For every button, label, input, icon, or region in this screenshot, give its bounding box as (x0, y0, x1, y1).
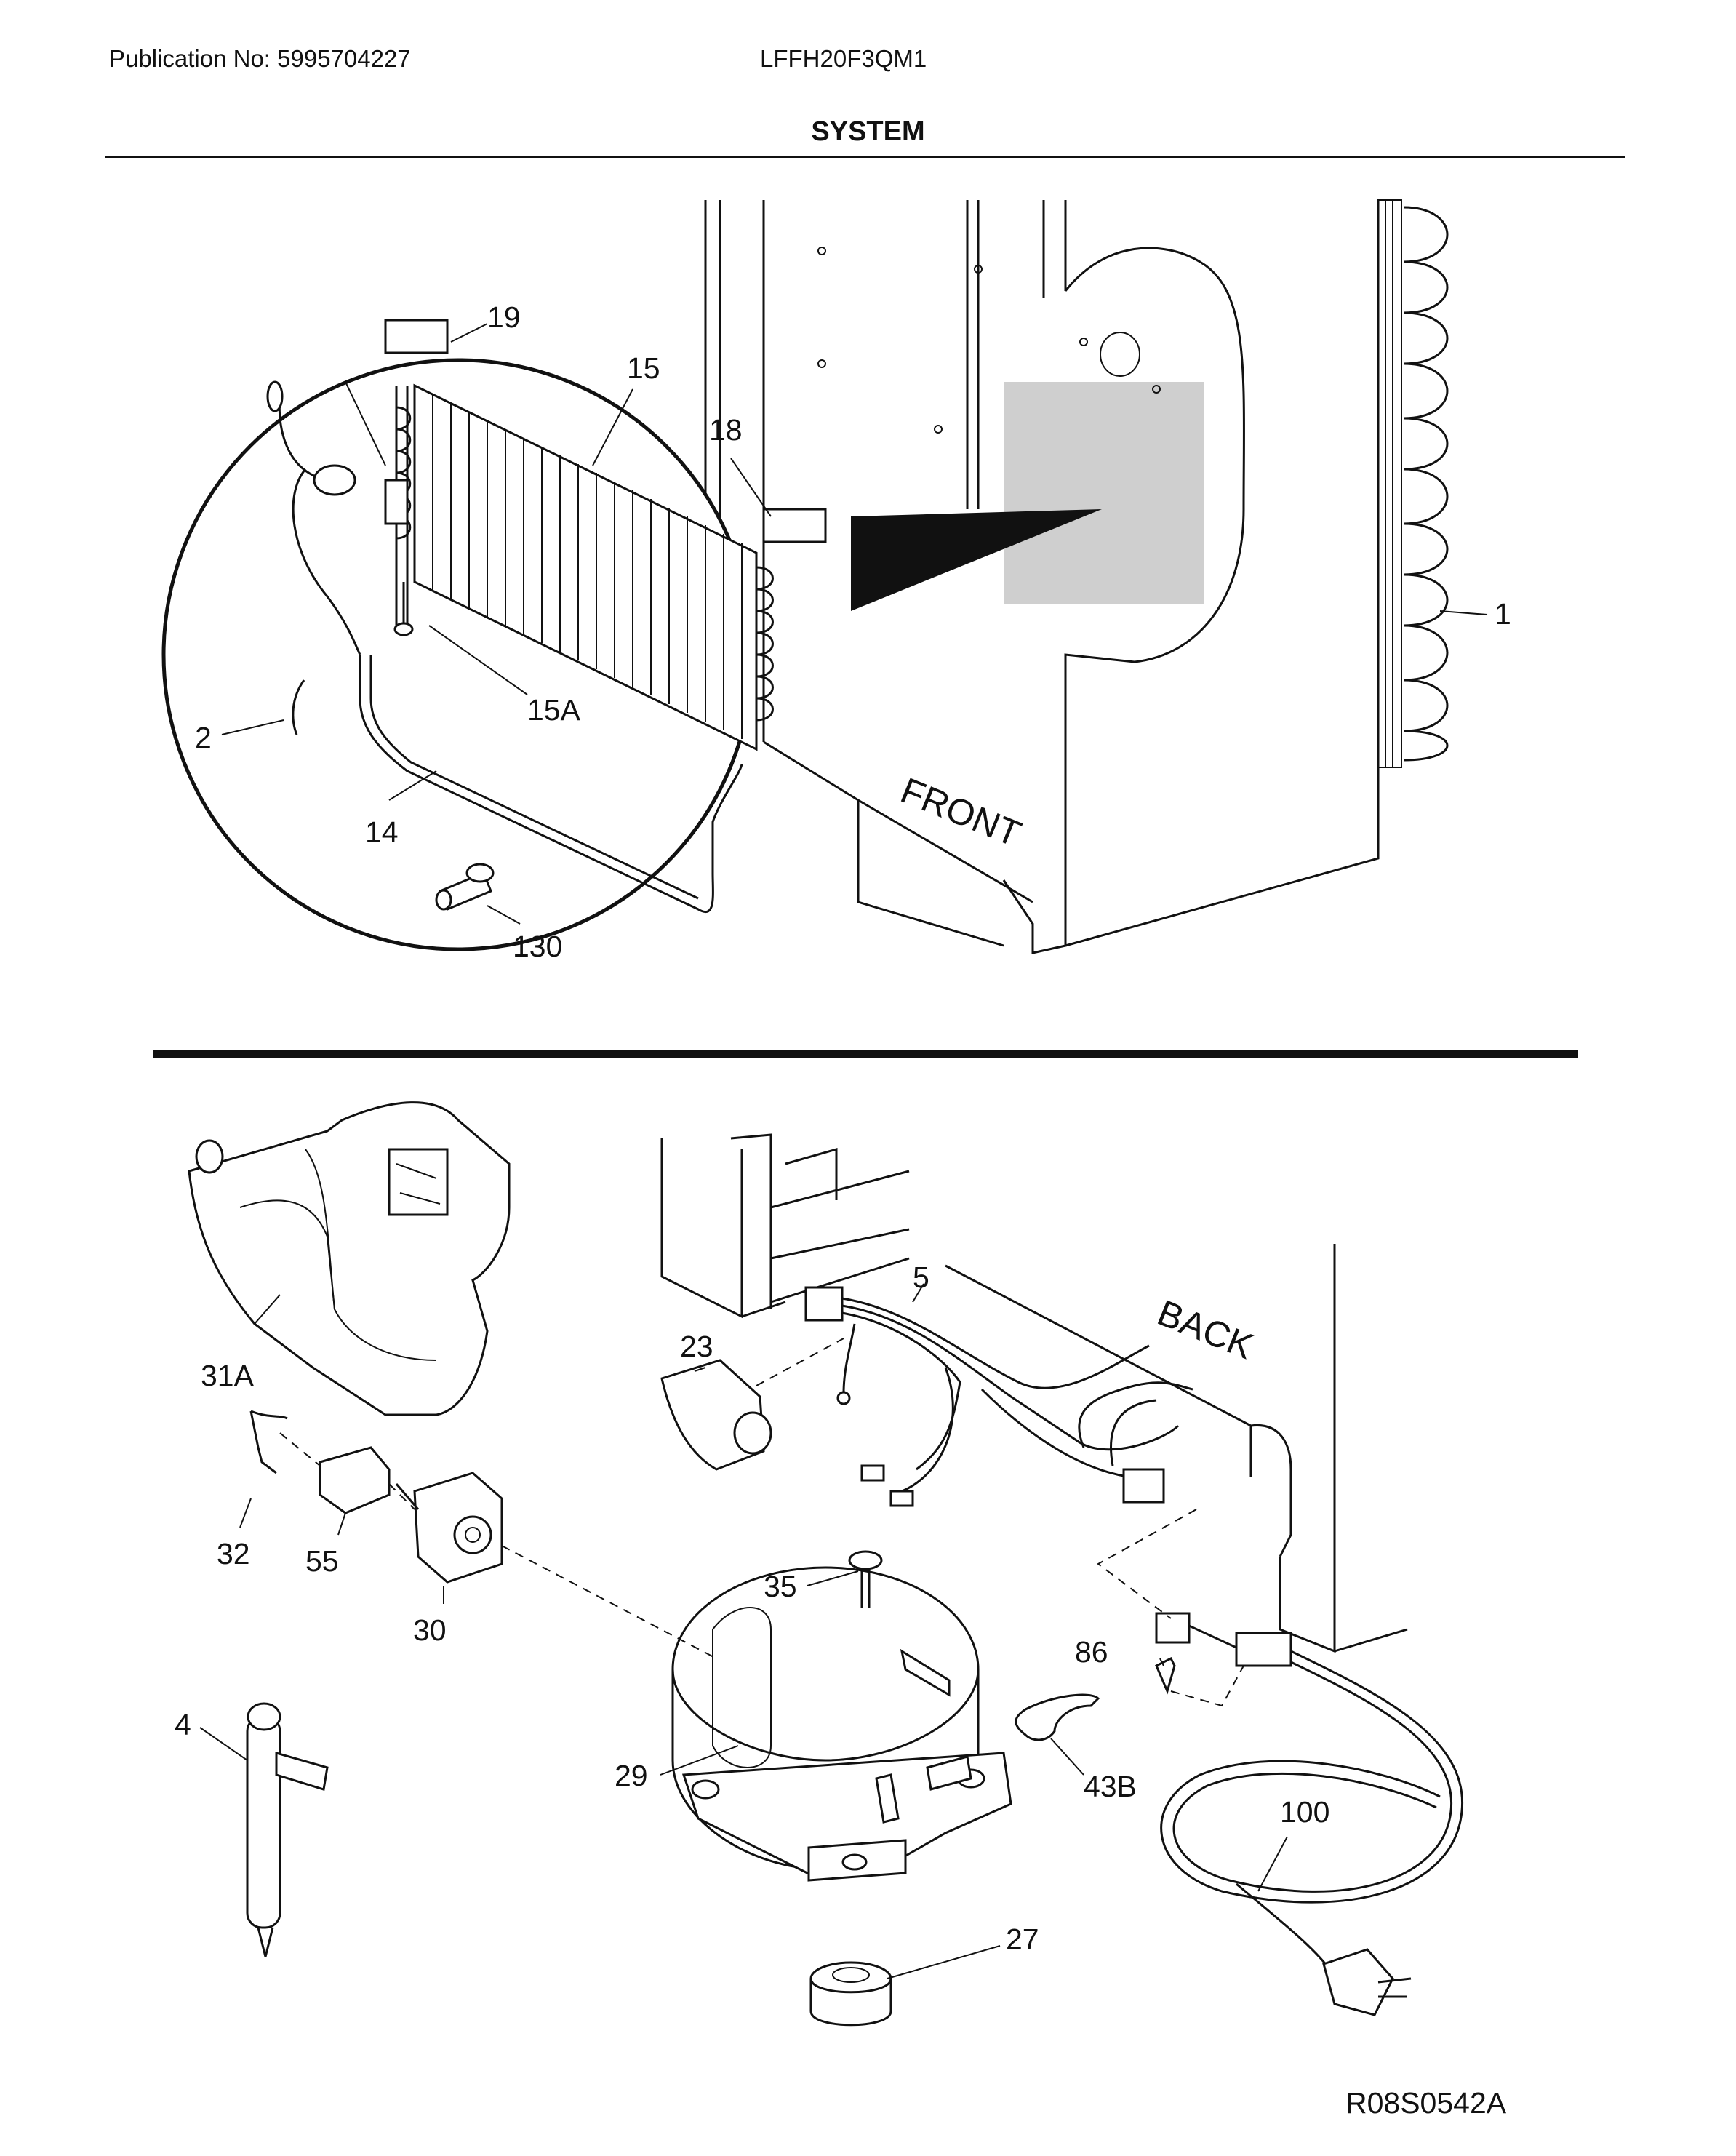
defrost-timer (660, 1359, 772, 1471)
drain-tube (359, 655, 743, 913)
model-number: LFFH20F3QM1 (760, 45, 927, 72)
publication-number: Publication No: 5995704227 (109, 45, 411, 72)
callout-2: 2 (195, 721, 212, 754)
defrost-heater-15A (345, 381, 414, 636)
zoom-pointer (851, 509, 1102, 611)
callout-15A: 15A (527, 693, 581, 727)
compressor-bolt (848, 1550, 883, 1608)
callout-100: 100 (1280, 1795, 1329, 1829)
callout-31A: 31A (201, 1359, 255, 1392)
power-cord (1155, 1612, 1464, 2016)
evaporator-cavity (1004, 382, 1204, 604)
callout-23: 23 (680, 1330, 713, 1363)
callout-14: 14 (365, 815, 399, 849)
bottom-leaders (199, 1283, 1288, 1979)
drawing-code: R08S0542A (1345, 2086, 1507, 2120)
filter-drier (246, 1702, 329, 1957)
connection-dashes (279, 1338, 1244, 1707)
condenser (1377, 199, 1449, 768)
callout-35: 35 (764, 1570, 797, 1603)
header-rule (105, 156, 1625, 158)
cabinet-outline (704, 200, 1380, 954)
callout-32: 32 (217, 1537, 250, 1570)
callout-55: 55 (305, 1544, 339, 1578)
drain-grommet (435, 863, 495, 911)
section-title: SYSTEM (811, 116, 925, 147)
callout-30: 30 (413, 1613, 447, 1647)
section-divider (153, 1050, 1578, 1058)
callout-18: 18 (709, 413, 743, 447)
overload-protector (395, 1472, 503, 1584)
fan-shaft-hole (1100, 332, 1140, 377)
back-cabinet-outline (660, 1133, 1408, 1653)
callout-29: 29 (615, 1759, 648, 1792)
callout-4: 4 (175, 1708, 191, 1741)
compressor (671, 1566, 1012, 1882)
label-back: BACK (1152, 1292, 1259, 1367)
callout-43B: 43B (1084, 1770, 1137, 1803)
compressor-grommet (809, 1961, 892, 2027)
cord-clamp (1015, 1693, 1100, 1741)
callout-130: 130 (513, 930, 562, 963)
defrost-thermostat-harness (266, 380, 361, 655)
evaporator-cover-18 (762, 508, 827, 543)
callout-1: 1 (1495, 597, 1511, 631)
callout-27: 27 (1006, 1923, 1039, 1956)
start-relay (319, 1446, 391, 1514)
callout-19: 19 (487, 300, 521, 334)
mounting-clip (249, 1410, 288, 1474)
ground-screw (1155, 1656, 1176, 1695)
label-front: FRONT (895, 770, 1027, 854)
evaporator-cover-19 (384, 319, 449, 354)
callout-86: 86 (1075, 1635, 1108, 1669)
evaporator (395, 383, 774, 751)
drain-clip (292, 679, 305, 735)
top-leaders (221, 323, 1488, 925)
drain-pan (188, 1101, 511, 1416)
callout-15: 15 (627, 351, 660, 385)
callout-5: 5 (913, 1261, 929, 1294)
wire-harness (804, 1286, 1193, 1507)
